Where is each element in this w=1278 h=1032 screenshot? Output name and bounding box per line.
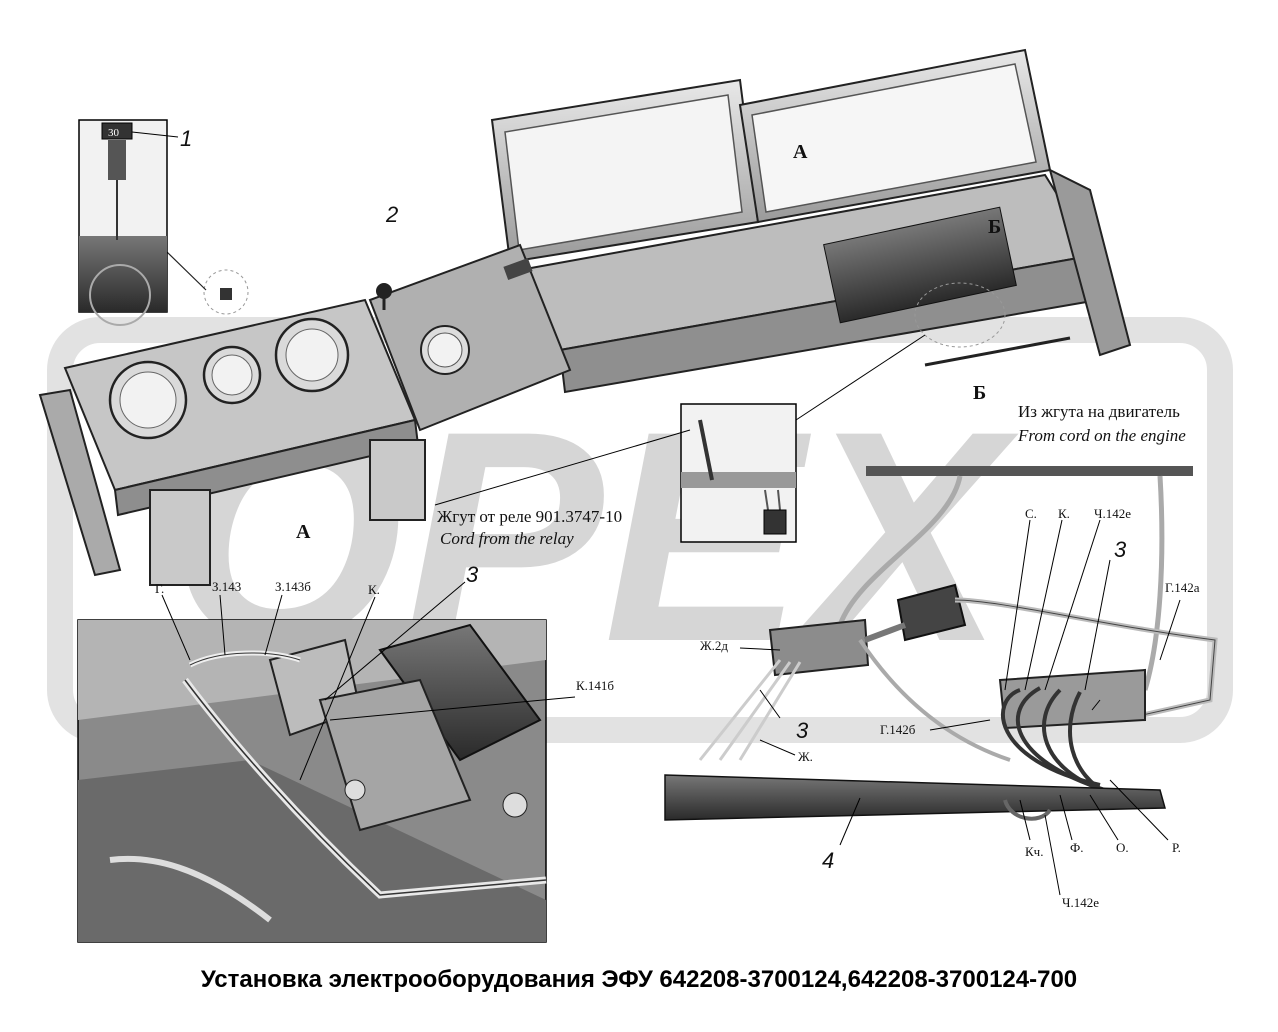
tube-4 bbox=[664, 774, 1166, 821]
wire-g: Г. bbox=[155, 581, 164, 596]
labels: 1 2 3 3 3 4 А Б А Б Жгут от реле 901.374… bbox=[155, 126, 1200, 910]
callout-3-center: 3 bbox=[796, 718, 809, 743]
wire-zh: Ж. bbox=[798, 749, 813, 764]
wire-k141b: К.141б bbox=[576, 678, 614, 693]
wire-z143: З.143 bbox=[212, 579, 241, 594]
engine-caption-ru: Из жгута на двигатель bbox=[1018, 402, 1180, 421]
wire-g142a: Г.142а bbox=[1165, 580, 1200, 595]
view-a-label-top: А bbox=[793, 141, 808, 163]
wire-f: Ф. bbox=[1070, 840, 1084, 855]
dashboard-assembly bbox=[38, 48, 1132, 586]
inset-detail-a bbox=[77, 581, 576, 943]
electronics-block bbox=[823, 206, 1017, 324]
wire-k-right: К. bbox=[1058, 506, 1070, 521]
view-a-label: А bbox=[296, 521, 311, 543]
center-support bbox=[369, 439, 426, 521]
engine-caption-en: From cord on the engine bbox=[1017, 426, 1186, 445]
connector-zh2d bbox=[768, 618, 870, 677]
b-rail bbox=[924, 336, 1071, 367]
wire-o: О. bbox=[1116, 840, 1129, 855]
callout-4: 4 bbox=[822, 848, 834, 873]
wire-ch142e-top: Ч.142е bbox=[1094, 506, 1131, 521]
left-bracket bbox=[38, 388, 122, 577]
wire-r: Р. bbox=[1172, 840, 1181, 855]
wire-zh2d: Ж.2д bbox=[700, 638, 728, 653]
wire-g142b: Г.142б bbox=[880, 722, 916, 737]
callout-3-left: 3 bbox=[466, 562, 479, 587]
wire-kch: Кч. bbox=[1025, 844, 1043, 859]
detail-b-circle bbox=[914, 282, 1006, 348]
wire-k: К. bbox=[368, 582, 380, 597]
view-b-label: Б bbox=[973, 382, 986, 404]
inset-relay-detail bbox=[434, 334, 926, 543]
engine-cord-bar bbox=[866, 466, 1193, 476]
wire-s: С. bbox=[1025, 506, 1037, 521]
callout-3-right: 3 bbox=[1114, 537, 1127, 562]
detail-1-circle bbox=[203, 269, 249, 315]
wiring-detail-b bbox=[664, 466, 1218, 896]
left-support bbox=[149, 489, 211, 586]
wire-z143b: З.143б bbox=[275, 579, 311, 594]
callout-1: 1 bbox=[180, 126, 192, 151]
switch-label: 30 bbox=[108, 127, 120, 139]
inset-switch-detail: 30 bbox=[78, 119, 179, 326]
diagram-title: Установка электрооборудования ЭФУ 642208… bbox=[200, 966, 1078, 993]
view-b-label-top: Б bbox=[988, 216, 1001, 238]
relay-caption-en: Cord from the relay bbox=[440, 529, 574, 548]
end-bracket-right bbox=[1048, 168, 1132, 357]
wire-ch142e-bottom: Ч.142е bbox=[1062, 895, 1099, 910]
relay-caption-ru: Жгут от реле 901.3747-10 bbox=[437, 507, 622, 526]
callout-2: 2 bbox=[385, 202, 398, 227]
center-console bbox=[368, 243, 572, 432]
